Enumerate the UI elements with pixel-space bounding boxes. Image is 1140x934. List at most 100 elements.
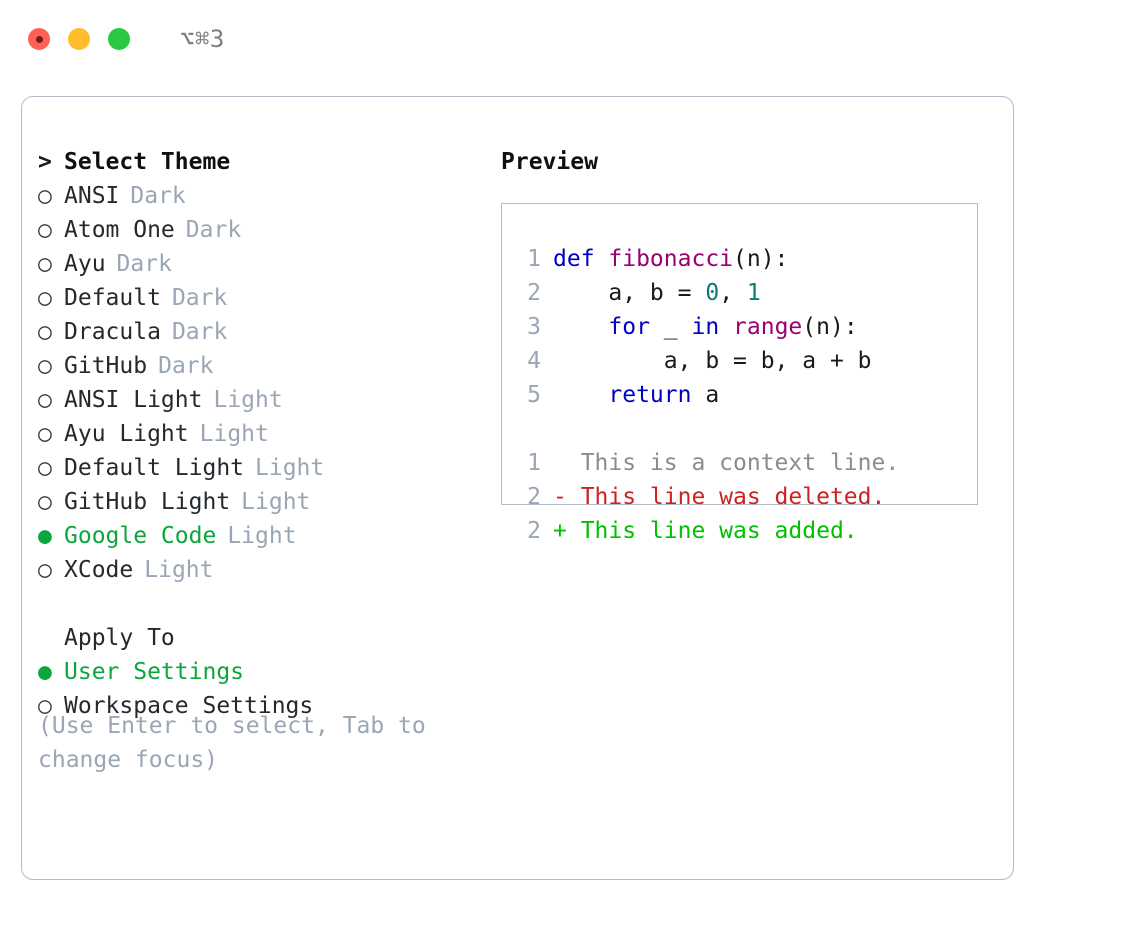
theme-variant-tag: Dark bbox=[130, 183, 186, 209]
theme-selector-column: > Select Theme ○ ANSI Dark ○ Atom One Da… bbox=[38, 145, 478, 723]
radio-unselected-icon: ○ bbox=[38, 489, 52, 515]
radio-unselected-icon: ○ bbox=[38, 557, 52, 583]
theme-variant-tag: Light bbox=[241, 489, 311, 515]
theme-item-github[interactable]: ○ GitHub Dark bbox=[38, 349, 478, 383]
theme-item-label: Default Light bbox=[64, 455, 245, 481]
diff-line-deleted: 2 - This line was deleted. bbox=[515, 480, 969, 514]
diff-spacer bbox=[515, 412, 969, 446]
code-token-function: range bbox=[733, 314, 803, 340]
title-bar: ⌥⌘3 bbox=[0, 0, 1140, 78]
code-token-plain: (n): bbox=[802, 314, 858, 340]
code-token-plain: , bbox=[719, 280, 747, 306]
theme-item-label: ANSI bbox=[64, 183, 120, 209]
preview-box: 1 def fibonacci(n): 2 a, b = 0, 1 3 for … bbox=[501, 203, 978, 544]
radio-unselected-icon: ○ bbox=[38, 217, 52, 243]
select-theme-header: > Select Theme bbox=[38, 145, 478, 179]
code-token-plain: a, b = b, a + b bbox=[553, 348, 872, 374]
code-token-plain: a, b = bbox=[553, 280, 706, 306]
theme-variant-tag: Dark bbox=[171, 319, 228, 345]
theme-variant-tag: Light bbox=[144, 557, 214, 583]
theme-variant-tag: Light bbox=[199, 421, 269, 447]
theme-variant-tag: Dark bbox=[185, 217, 242, 243]
theme-variant-tag: Light bbox=[213, 387, 283, 413]
theme-item-label: Atom One bbox=[64, 217, 175, 243]
preview-title: Preview bbox=[501, 149, 598, 175]
theme-item-default-light[interactable]: ○ Default Light Light bbox=[38, 451, 478, 485]
minimize-window-icon[interactable] bbox=[68, 28, 90, 50]
radio-unselected-icon: ○ bbox=[38, 183, 52, 209]
keyboard-hint-text: (Use Enter to select, Tab to change focu… bbox=[38, 713, 426, 773]
theme-item-ayu[interactable]: ○ Ayu Dark bbox=[38, 247, 478, 281]
diff-line-text: This is a context line. bbox=[553, 450, 900, 476]
code-token-number: 0 bbox=[705, 280, 720, 306]
diff-line-context: 1 This is a context line. bbox=[515, 446, 969, 480]
radio-selected-icon: ● bbox=[38, 659, 52, 685]
code-line: 3 for _ in range(n): bbox=[515, 310, 969, 344]
theme-item-label: Ayu bbox=[64, 251, 106, 277]
apply-to-item-workspace-settings[interactable]: ○ Workspace Settings bbox=[38, 689, 478, 723]
line-number: 5 bbox=[527, 382, 541, 408]
theme-item-xcode[interactable]: ○ XCode Light bbox=[38, 553, 478, 587]
theme-item-ayu-light[interactable]: ○ Ayu Light Light bbox=[38, 417, 478, 451]
code-token-number: 1 bbox=[746, 280, 761, 306]
line-number: 1 bbox=[527, 450, 541, 476]
code-line: 5 return a bbox=[515, 378, 969, 412]
diff-line-added: 2 + This line was added. bbox=[515, 514, 969, 548]
diff-line-text: - This line was deleted. bbox=[553, 484, 886, 510]
radio-unselected-icon: ○ bbox=[38, 285, 52, 311]
theme-item-ansi[interactable]: ○ ANSI Dark bbox=[38, 179, 478, 213]
line-number: 2 bbox=[527, 280, 541, 306]
maximize-window-icon[interactable] bbox=[108, 28, 130, 50]
code-preview: 1 def fibonacci(n): 2 a, b = 0, 1 3 for … bbox=[515, 242, 969, 548]
list-spacer bbox=[38, 587, 478, 621]
window-title: ⌥⌘3 bbox=[180, 25, 225, 53]
code-token-keyword: return bbox=[608, 382, 692, 408]
radio-unselected-icon: ○ bbox=[38, 455, 52, 481]
close-window-icon[interactable] bbox=[28, 28, 50, 50]
apply-to-header: ○ Apply To bbox=[38, 621, 478, 655]
code-line: 2 a, b = 0, 1 bbox=[515, 276, 969, 310]
code-token-plain: _ bbox=[649, 314, 692, 340]
code-token-keyword: def bbox=[553, 246, 609, 272]
preview-column: Preview 1 def fibonacci(n): 2 a, b = 0, … bbox=[501, 145, 991, 544]
theme-item-label: XCode bbox=[64, 557, 134, 583]
theme-variant-tag: Dark bbox=[158, 353, 214, 379]
theme-item-label: Default bbox=[64, 285, 161, 311]
apply-to-label: Apply To bbox=[64, 625, 175, 651]
code-token-keyword: for bbox=[608, 314, 650, 340]
theme-item-default[interactable]: ○ Default Dark bbox=[38, 281, 478, 315]
traffic-lights bbox=[28, 28, 130, 50]
theme-variant-tag: Dark bbox=[171, 285, 228, 311]
line-number: 2 bbox=[527, 518, 541, 544]
theme-variant-tag: Dark bbox=[116, 251, 172, 277]
radio-selected-icon: ● bbox=[38, 523, 52, 549]
radio-unselected-icon: ○ bbox=[38, 353, 52, 379]
theme-item-github-light[interactable]: ○ GitHub Light Light bbox=[38, 485, 478, 519]
select-theme-label: Select Theme bbox=[64, 149, 231, 175]
theme-item-label: Dracula bbox=[64, 319, 161, 345]
theme-item-atom-one[interactable]: ○ Atom One Dark bbox=[38, 213, 478, 247]
theme-item-google-code[interactable]: ● Google Code Light bbox=[38, 519, 478, 553]
theme-variant-tag: Light bbox=[255, 455, 325, 481]
code-line: 4 a, b = b, a + b bbox=[515, 344, 969, 378]
code-token-plain: (n): bbox=[733, 246, 789, 272]
code-token-function: fibonacci bbox=[608, 246, 734, 272]
apply-to-item-label: User Settings bbox=[64, 659, 245, 685]
blank-marker-icon: ○ bbox=[38, 621, 64, 655]
code-token-plain bbox=[553, 314, 608, 340]
code-token-keyword: in bbox=[691, 314, 720, 340]
theme-item-label: GitHub Light bbox=[64, 489, 231, 515]
theme-item-ansi-light[interactable]: ○ ANSI Light Light bbox=[38, 383, 478, 417]
line-number: 1 bbox=[527, 246, 541, 272]
line-number: 3 bbox=[527, 314, 541, 340]
radio-unselected-icon: ○ bbox=[38, 421, 52, 447]
line-number: 4 bbox=[527, 348, 541, 374]
theme-item-label: Google Code bbox=[64, 523, 217, 549]
theme-item-dracula[interactable]: ○ Dracula Dark bbox=[38, 315, 478, 349]
diff-line-text: + This line was added. bbox=[553, 518, 858, 544]
apply-to-item-user-settings[interactable]: ● User Settings bbox=[38, 655, 478, 689]
theme-item-label: GitHub bbox=[64, 353, 148, 379]
main-panel: > Select Theme ○ ANSI Dark ○ Atom One Da… bbox=[21, 96, 1014, 880]
theme-item-label: ANSI Light bbox=[64, 387, 203, 413]
